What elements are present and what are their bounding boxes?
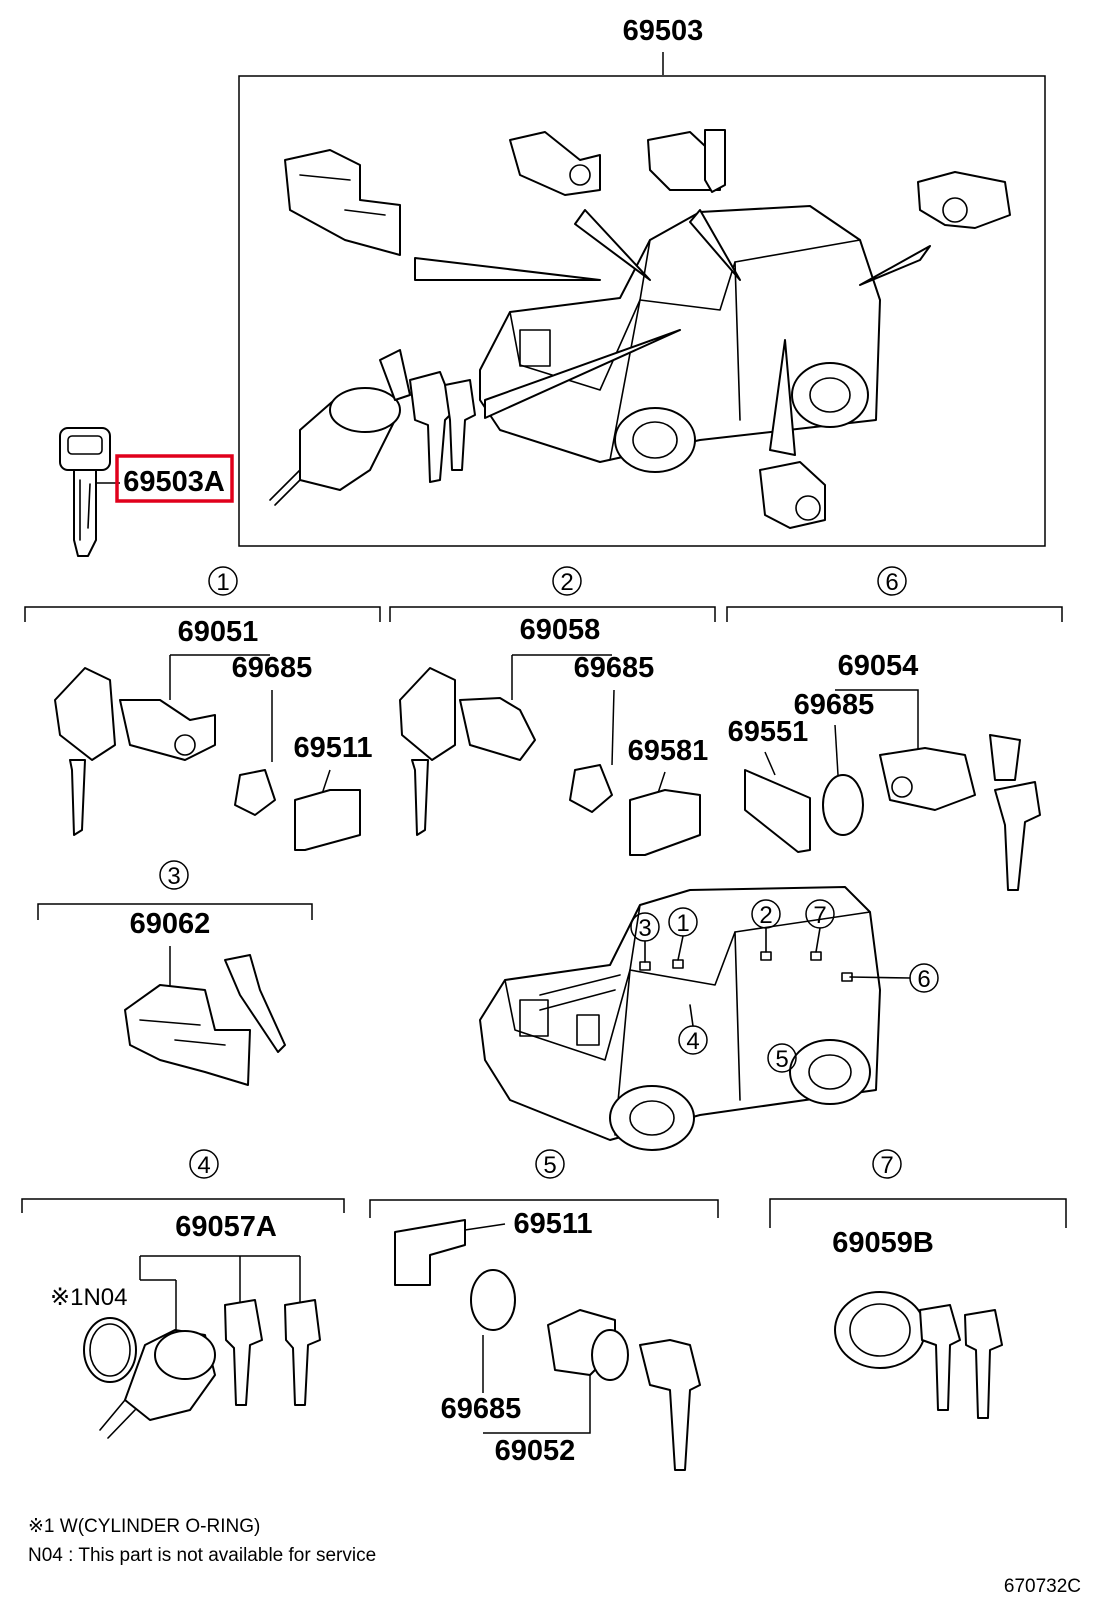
vehicle-marker: 4 [686,1028,699,1055]
highlighted-part-number[interactable]: 69503A [123,466,225,498]
highlight-box [115,454,234,503]
vehicle-marker: 1 [676,910,689,937]
kit-vehicle-illustration [414,205,931,473]
vehicle-marker: 7 [813,902,826,929]
kit-part-number[interactable]: 69503 [623,15,704,47]
kit-cylinder-illustrations [269,129,1011,529]
part-number[interactable]: 69551 [728,716,809,748]
part-number[interactable]: 69685 [441,1393,522,1425]
vehicle-marker: 5 [775,1046,788,1073]
vehicle-illustration [479,886,881,1151]
part-number[interactable]: 69057A [175,1211,277,1243]
group-marker: 3 [167,863,180,890]
footnote-2: N04 : This part is not available for ser… [28,1545,376,1566]
part-note-label[interactable]: ※1N04 [50,1284,127,1311]
vehicle-marker: 6 [917,966,930,993]
part-number[interactable]: 69511 [293,732,372,764]
part-number[interactable]: 69685 [232,652,313,684]
group-marker: 1 [216,569,229,596]
group-marker: 5 [543,1152,556,1179]
group-1: 1 69051 69685 69511 [24,566,381,851]
part-number[interactable]: 69581 [628,735,709,767]
part-number[interactable]: 69059B [832,1227,934,1259]
group-marker: 4 [197,1152,210,1179]
group-5: 5 69511 69685 69052 [369,1149,719,1471]
vehicle-markers: 3 1 2 7 6 4 5 [630,899,939,1073]
vehicle-marker: 3 [638,915,651,942]
footnote-1: ※1 W(CYLINDER O-RING) [28,1516,260,1537]
group-marker: 6 [885,569,898,596]
part-number[interactable]: 69062 [130,908,211,940]
vehicle-marker: 2 [759,902,772,929]
group-6: 6 69054 69685 69551 [726,566,1063,891]
part-number[interactable]: 69685 [574,652,655,684]
group-7: 7 69059B [769,1149,1067,1419]
part-number[interactable]: 69054 [838,650,919,682]
figure-code: 670732C [1004,1576,1081,1597]
kit-frame [238,75,1046,547]
part-number[interactable]: 69511 [513,1208,592,1240]
part-number[interactable]: 69051 [178,616,259,648]
part-number[interactable]: 69685 [794,689,875,721]
group-3: 3 69062 [37,860,313,1086]
key-illustration [59,427,111,557]
group-marker: 2 [560,569,573,596]
part-number[interactable]: 69058 [520,614,601,646]
group-2: 2 69058 69685 69581 [389,566,716,856]
group-marker: 7 [880,1152,893,1179]
group-4: 4 69057A ※1N04 [21,1149,345,1439]
part-number[interactable]: 69052 [495,1435,576,1467]
